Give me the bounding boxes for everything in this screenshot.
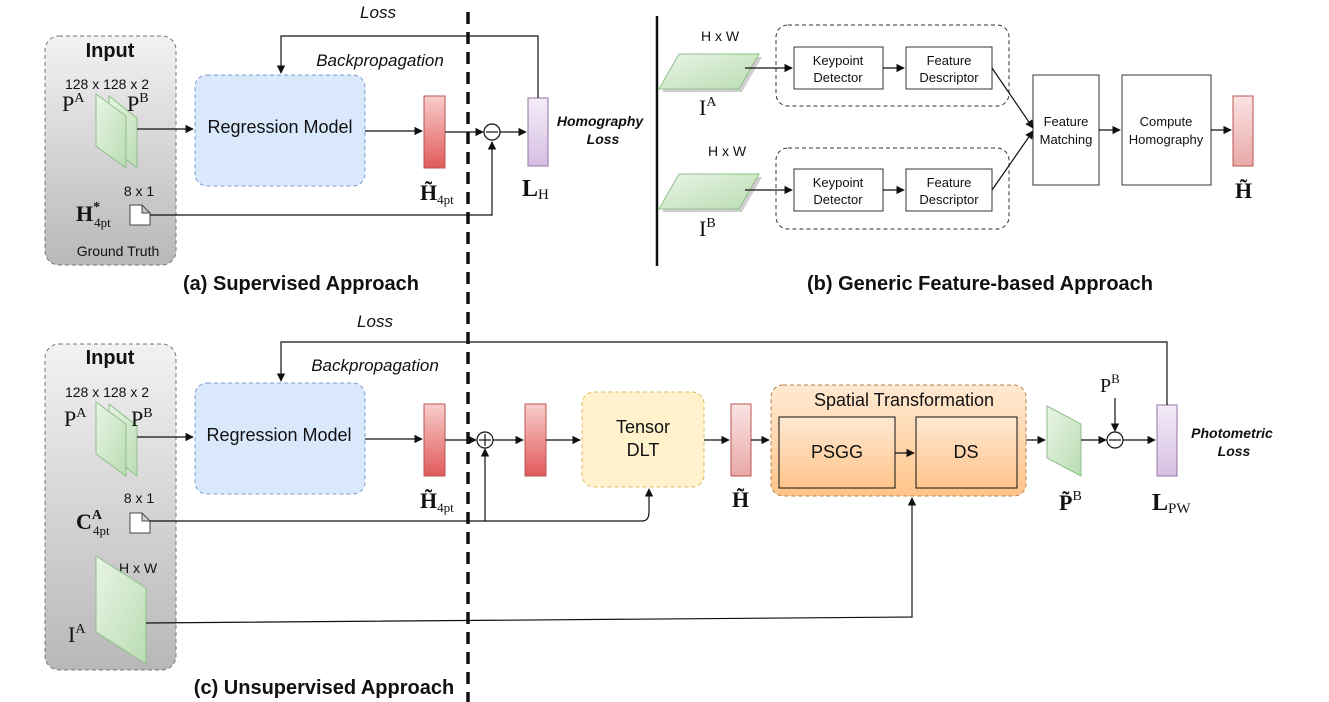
c-dims-c: 8 x 1 xyxy=(124,490,155,506)
ia-label-c: IA xyxy=(68,622,86,647)
image-ia-c xyxy=(95,555,147,665)
caption-c: (c) Unsupervised Approach xyxy=(194,677,454,699)
pa-label-c: PA xyxy=(64,406,87,431)
tensor-dlt-label-1: Tensor xyxy=(616,417,670,437)
tensor-dlt-box-c xyxy=(581,391,705,488)
feature-matching-box-b xyxy=(1032,74,1100,186)
h4pt-tensor-c xyxy=(423,403,446,477)
compute-homography-label-2: Homography xyxy=(1129,132,1204,147)
h-output-label-b: H̃ xyxy=(1235,178,1252,203)
keypoint-box-top-b xyxy=(793,46,884,90)
psgg-box-c xyxy=(778,416,896,489)
homography-loss-label-1: Homography xyxy=(557,113,645,129)
h4pt-label-c: H̃4pt xyxy=(420,488,454,515)
descriptor-label-top-1: Feature xyxy=(927,53,972,68)
feature-matching-label-1: Feature xyxy=(1044,114,1089,129)
caption-b: (b) Generic Feature-based Approach xyxy=(807,273,1153,295)
dims-bottom-b: H x W xyxy=(708,143,747,159)
image-ib-b xyxy=(658,173,760,210)
h4pt-tensor-a xyxy=(423,95,446,169)
tensor-dlt-label-2: DLT xyxy=(627,440,660,460)
ds-box-c xyxy=(915,416,1018,489)
regression-model-label-a: Regression Model xyxy=(207,117,352,137)
loss-tensor-lh xyxy=(527,97,549,167)
input-dims-c: 128 x 128 x 2 xyxy=(65,384,149,400)
patch-a-front-a xyxy=(95,93,127,169)
loss-top-c: Loss xyxy=(357,312,393,331)
homography-tensor-b xyxy=(1232,95,1254,167)
descriptor-box-bottom-b xyxy=(905,168,993,212)
compute-homography-label-1: Compute xyxy=(1140,114,1193,129)
regression-model-box-a xyxy=(194,74,366,187)
keypoint-label-bottom-1: Keypoint xyxy=(813,175,864,190)
warped-patch-c xyxy=(1046,405,1082,477)
pa-label-a: PA xyxy=(62,91,85,116)
pb-label-a: PB xyxy=(127,91,149,116)
panel-a: Input 128 x 128 x 2 PA PB 8 x 1 H*4pt Gr… xyxy=(44,3,645,295)
h-tensor-c xyxy=(730,403,752,477)
arrow-fd-bottom-to-matching-b xyxy=(991,130,1034,191)
loss-top-a: Loss xyxy=(360,3,396,22)
ds-label: DS xyxy=(953,442,978,462)
image-ia-b xyxy=(658,53,760,90)
h8-tensor-c xyxy=(524,403,547,477)
ground-truth-label: Ground Truth xyxy=(77,243,160,259)
img-dims-c: H x W xyxy=(119,560,158,576)
feature-matching-label-2: Matching xyxy=(1040,132,1093,147)
arrow-backprop-a xyxy=(276,35,539,98)
h-dims-a: 8 x 1 xyxy=(124,183,155,199)
lh-label: LH xyxy=(522,176,549,203)
h-star-label-a: H*4pt xyxy=(76,200,111,230)
descriptor-label-top-2: Descriptor xyxy=(919,70,979,85)
backprop-label-c: Backpropagation xyxy=(311,356,439,375)
homography-loss-label-2: Loss xyxy=(587,131,620,147)
ia-label-b: IA xyxy=(699,95,717,120)
descriptor-label-bottom-1: Feature xyxy=(927,175,972,190)
descriptor-label-bottom-2: Descriptor xyxy=(919,192,979,207)
patch-a-front-c xyxy=(95,401,127,477)
psgg-label: PSGG xyxy=(811,442,863,462)
arrow-c4pt-to-dlt-c xyxy=(485,488,654,522)
regression-model-label-c: Regression Model xyxy=(206,425,351,445)
warped-pb-label: P̃B xyxy=(1059,489,1082,515)
dims-top-b: H x W xyxy=(701,28,740,44)
arrow-fd-top-to-matching-b xyxy=(991,67,1034,129)
pb-top-label-c: PB xyxy=(1100,371,1120,397)
input-title-a: Input xyxy=(86,40,135,62)
input-dims-a: 128 x 128 x 2 xyxy=(65,76,149,92)
spatial-transformation-title: Spatial Transformation xyxy=(814,390,994,410)
photometric-loss-label-1: Photometric xyxy=(1191,425,1273,441)
h-label-c: H̃ xyxy=(732,487,749,512)
document-icon-c xyxy=(129,512,151,534)
ib-label-b: IB xyxy=(699,216,716,241)
compute-homography-box-b xyxy=(1121,74,1212,186)
keypoint-box-bottom-b xyxy=(793,168,884,212)
regression-model-box-c xyxy=(194,382,366,495)
arrow-gt-to-minus-a xyxy=(150,141,497,216)
keypoint-label-top-2: Detector xyxy=(813,70,863,85)
keypoint-label-bottom-2: Detector xyxy=(813,192,863,207)
arrow-image-to-st-c xyxy=(145,497,917,624)
loss-tensor-lpw xyxy=(1156,404,1178,477)
caption-a: (a) Supervised Approach xyxy=(183,273,419,295)
keypoint-label-top-1: Keypoint xyxy=(813,53,864,68)
pb-label-c: PB xyxy=(131,406,153,431)
photometric-loss-label-2: Loss xyxy=(1218,443,1251,459)
lpw-label: LPW xyxy=(1152,490,1191,517)
document-icon-a xyxy=(129,204,151,226)
input-title-c: Input xyxy=(86,347,135,369)
panel-b: H x W IA H x W IB Keypoint Detector Feat… xyxy=(658,24,1254,295)
h4pt-label-a: H̃4pt xyxy=(420,180,454,207)
descriptor-box-top-b xyxy=(905,46,993,90)
arrow-backprop-c xyxy=(276,341,1168,405)
backprop-label-a: Backpropagation xyxy=(316,51,444,70)
